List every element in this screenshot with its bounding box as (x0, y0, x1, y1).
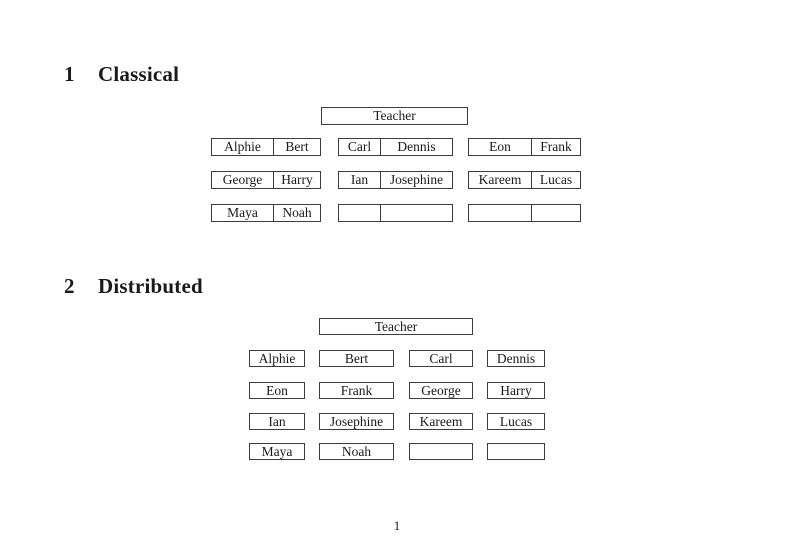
desk-cell: Noah (341, 444, 372, 459)
desk-box: Ian Josephine (338, 171, 453, 189)
desk-cell: Frank (531, 139, 580, 155)
desk-box: Harry (487, 382, 545, 399)
desk-cell: Ian (268, 414, 286, 429)
teacher-label: Teacher (374, 318, 418, 334)
desk-box: George (409, 382, 473, 399)
section-title: Classical (98, 62, 180, 86)
desk-cell: Josephine (329, 414, 384, 429)
desk-cell: Ian (350, 172, 369, 188)
desk-cell: Noah (273, 205, 320, 221)
desk-cell: Lucas (531, 172, 580, 188)
desk-box: Frank (319, 382, 394, 399)
desk-box: Josephine (319, 413, 394, 430)
desk-box (338, 204, 453, 222)
desk-cell: Alphie (258, 351, 296, 366)
desk-box (468, 204, 581, 222)
desk-cell: Eon (266, 383, 288, 398)
desk-cell: Josephine (380, 172, 452, 188)
desk-cell: Harry (273, 172, 320, 188)
desk-box: Kareem (409, 413, 473, 430)
desk-cell: George (421, 383, 461, 398)
desk-cell: Bert (273, 139, 320, 155)
desk-box: Eon Frank (468, 138, 581, 156)
desk-box (409, 443, 473, 460)
desk-cell: Maya (227, 205, 258, 221)
desk-box: Lucas (487, 413, 545, 430)
desk-box: Carl Dennis (338, 138, 453, 156)
desk-cell (531, 205, 580, 221)
desk-cell: Frank (340, 383, 373, 398)
desk-cell: Eon (489, 139, 511, 155)
desk-cell (380, 205, 452, 221)
desk-box: Maya Noah (211, 204, 321, 222)
desk-cell (410, 444, 472, 459)
desk-box: Kareem Lucas (468, 171, 581, 189)
desk-box: George Harry (211, 171, 321, 189)
teacher-box: Teacher (319, 318, 473, 335)
desk-cell: Kareem (419, 414, 463, 429)
teacher-box: Teacher (321, 107, 468, 125)
section-number: 2 (64, 274, 75, 298)
desk-cell: Dennis (380, 139, 452, 155)
desk-box: Dennis (487, 350, 545, 367)
section-heading-classical: 1 Classical (64, 64, 179, 85)
desk-cell (488, 444, 544, 459)
desk-box: Ian (249, 413, 305, 430)
desk-cell: Kareem (478, 172, 522, 188)
desk-box: Noah (319, 443, 394, 460)
desk-cell: Lucas (499, 414, 533, 429)
section-title: Distributed (98, 274, 203, 298)
desk-cell: Dennis (496, 351, 536, 366)
desk-cell: Bert (344, 351, 369, 366)
desk-box: Eon (249, 382, 305, 399)
desk-cell: Carl (429, 351, 453, 366)
desk-cell: Harry (500, 383, 532, 398)
desk-box: Bert (319, 350, 394, 367)
desk-box: Maya (249, 443, 305, 460)
section-number: 1 (64, 62, 75, 86)
desk-box: Alphie Bert (211, 138, 321, 156)
desk-cell: Alphie (224, 139, 261, 155)
desk-box: Carl (409, 350, 473, 367)
page-number: 1 (393, 518, 401, 533)
desk-cell: Carl (347, 139, 372, 155)
desk-cell: Maya (261, 444, 293, 459)
desk-cell: George (222, 172, 263, 188)
section-heading-distributed: 2 Distributed (64, 276, 203, 297)
teacher-label: Teacher (373, 108, 416, 124)
desk-box (487, 443, 545, 460)
desk-box: Alphie (249, 350, 305, 367)
